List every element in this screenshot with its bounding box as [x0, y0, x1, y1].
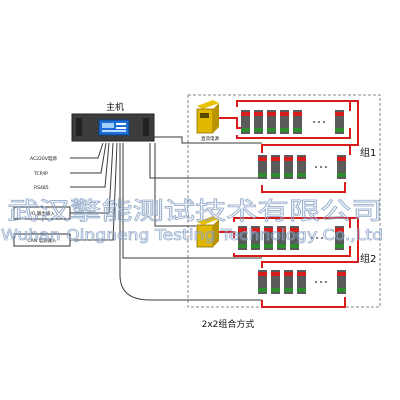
power-cables	[219, 100, 359, 308]
input-label-tcpip: TCP/IP	[33, 171, 48, 177]
can-box-label: CAN 电源输入	[27, 237, 57, 244]
can-box: CAN 电源输入	[13, 233, 71, 247]
io-box-label: I/O 输出输入	[29, 210, 55, 217]
host-title: 主机	[106, 101, 124, 113]
io-box: I/O 输出输入	[13, 206, 71, 220]
group-1-label: 组1	[360, 146, 376, 159]
diagram-caption: 2x2组合方式	[202, 318, 255, 330]
module-row-1	[241, 110, 344, 134]
host-controller-icon	[71, 113, 155, 142]
group-2-label: 组2	[360, 252, 376, 265]
dc-power-supply-2-icon	[196, 216, 219, 248]
input-label-ac220v: AC220V电源	[30, 155, 57, 162]
dc-power-supply-icon	[196, 100, 219, 134]
input-label-rs485: RS485	[34, 185, 49, 191]
module-row-2	[258, 155, 346, 179]
host-wiring	[70, 136, 262, 301]
watermark-chinese: 武汉擎能测试技术有限公司	[8, 197, 383, 225]
watermark-english: Wuhan Qingneng Testing Technology Co.,Lt…	[1, 226, 383, 244]
module-row-4	[258, 270, 346, 294]
module-row-3	[238, 226, 344, 250]
supply-label: 直流电源	[201, 135, 219, 142]
